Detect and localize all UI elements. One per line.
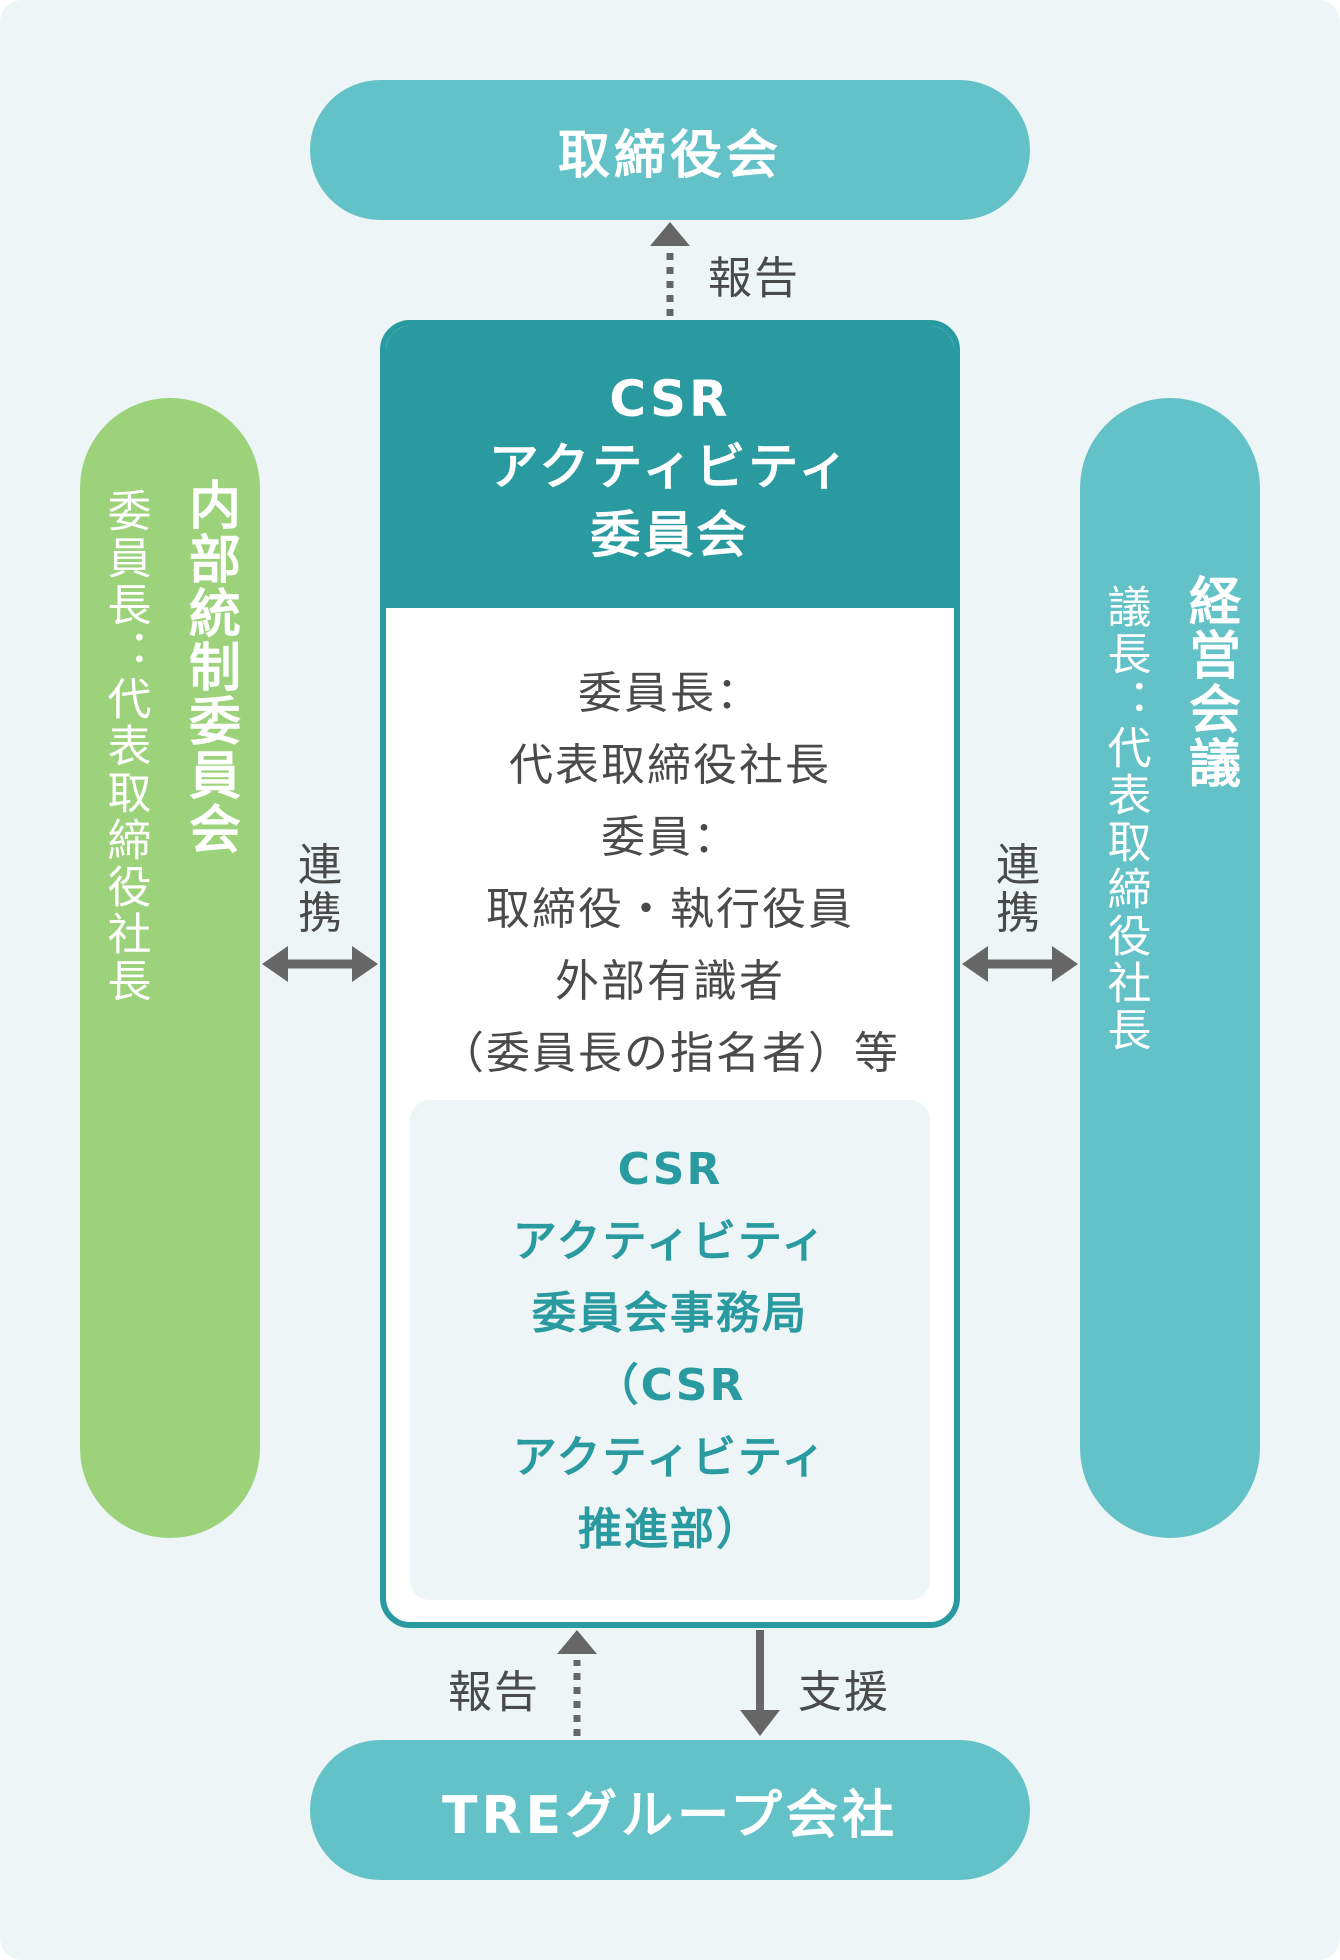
member-line: 取締役・執行役員 bbox=[486, 884, 854, 935]
internal-control-committee-title: 内部統制委員会 bbox=[179, 478, 240, 856]
left-link-arrow bbox=[262, 946, 378, 982]
member-line: 委員： bbox=[601, 812, 739, 863]
secretariat-line: 委員会事務局 bbox=[532, 1288, 808, 1339]
management-meeting-node: 議長：代表取締役社長 経営会議 bbox=[1080, 398, 1260, 1538]
csr-activity-committee-node: CSR アクティビティ 委員会 委員長： 代表取締役社長 委員： 取締役・執行役… bbox=[380, 320, 960, 1628]
member-line: 委員長： bbox=[578, 668, 762, 719]
board-of-directors-node: 取締役会 bbox=[310, 80, 1030, 220]
management-meeting-chair: 議長：代表取締役社長 bbox=[1099, 584, 1151, 1054]
report-to-board-label: 報告 bbox=[708, 253, 800, 304]
tre-group-companies-node: TREグループ会社 bbox=[310, 1740, 1030, 1880]
support-to-group-arrow bbox=[740, 1630, 780, 1736]
right-link-label: 連 携 bbox=[996, 842, 1042, 938]
tre-group-companies-label: TREグループ会社 bbox=[442, 1785, 898, 1846]
board-of-directors-label: 取締役会 bbox=[557, 125, 782, 186]
committee-secretariat: CSR アクティビティ 委員会事務局 （CSR アクティビティ 推進部） bbox=[410, 1100, 930, 1600]
secretariat-line: CSR bbox=[617, 1144, 723, 1195]
internal-control-committee-chair: 委員長：代表取締役社長 bbox=[99, 488, 151, 1005]
csr-committee-title-line: 委員会 bbox=[590, 506, 750, 564]
support-label: 支援 bbox=[798, 1667, 890, 1718]
right-link-char: 携 bbox=[996, 888, 1042, 939]
secretariat-line: 推進部） bbox=[578, 1504, 762, 1555]
left-link-char: 携 bbox=[298, 888, 344, 939]
committee-members: 委員長： 代表取締役社長 委員： 取締役・執行役員 外部有識者 （委員長の指名者… bbox=[386, 658, 954, 1090]
csr-committee-title-line: CSR bbox=[609, 370, 731, 428]
left-link-label: 連 携 bbox=[298, 842, 344, 938]
csr-committee-title: CSR アクティビティ 委員会 bbox=[386, 326, 954, 608]
report-to-board-arrow bbox=[650, 222, 690, 316]
member-line: （委員長の指名者）等 bbox=[440, 1028, 900, 1079]
right-link-char: 連 bbox=[996, 840, 1042, 891]
secretariat-line: アクティビティ bbox=[512, 1216, 828, 1267]
management-meeting-title: 経営会議 bbox=[1179, 574, 1240, 790]
csr-committee-title-line: アクティビティ bbox=[488, 438, 852, 496]
secretariat-line: アクティビティ bbox=[512, 1432, 828, 1483]
left-link-char: 連 bbox=[298, 840, 344, 891]
report-from-group-arrow bbox=[557, 1630, 597, 1736]
secretariat-line: （CSR bbox=[594, 1360, 746, 1411]
member-line: 代表取締役社長 bbox=[509, 740, 831, 791]
report-from-group-label: 報告 bbox=[448, 1667, 540, 1718]
right-link-arrow bbox=[962, 946, 1078, 982]
internal-control-committee-node: 委員長：代表取締役社長 内部統制委員会 bbox=[80, 398, 260, 1538]
member-line: 外部有識者 bbox=[555, 956, 785, 1007]
